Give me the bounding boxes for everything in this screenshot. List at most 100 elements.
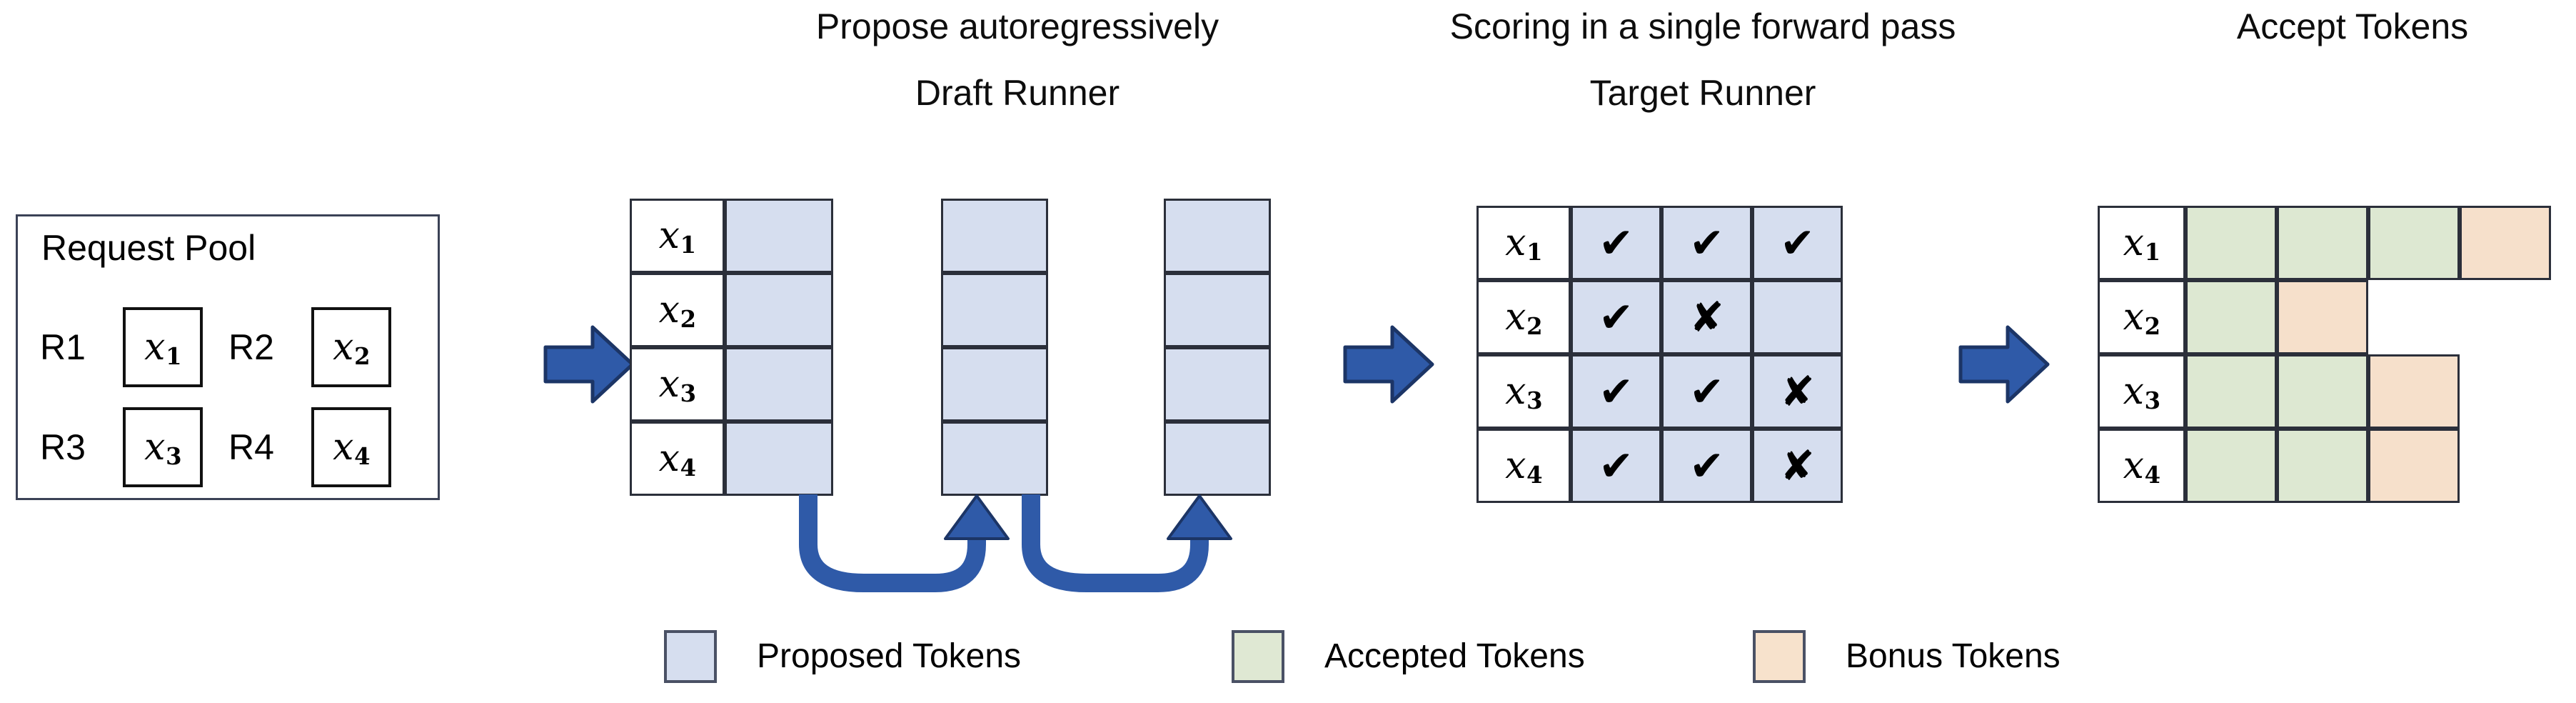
legend-item-bonus-tokens: Bonus Tokens: [1753, 630, 2061, 683]
legend-label-accepted: Accepted Tokens: [1324, 637, 1585, 675]
target-score-cell-accept: ✔: [1661, 429, 1752, 503]
flow-arrow-target-to-accept: [1958, 325, 2050, 404]
check-icon: ✔: [1689, 219, 1724, 267]
target-score-cell-accept: ✔: [1661, 354, 1752, 429]
legend-label-proposed: Proposed Tokens: [757, 637, 1022, 675]
legend-item-accepted-tokens: Accepted Tokens: [1232, 630, 1585, 683]
draft-proposed-cell: [1164, 199, 1271, 273]
request-label-r2: R2: [228, 327, 274, 367]
request-label-r3: R3: [40, 427, 86, 467]
autoregressive-loop-arrow-2: [1022, 494, 1232, 592]
draft-proposed-cell: [1164, 273, 1271, 347]
target-score-cell-accept: ✔: [1571, 206, 1661, 280]
accept-cell-bonus: [2368, 429, 2460, 503]
accept-cell-empty: [2460, 354, 2551, 429]
accept-cell-empty: [2368, 280, 2460, 354]
check-icon: ✔: [1599, 219, 1634, 267]
accept-cell-accepted: [2277, 354, 2368, 429]
draft-proposed-cell: [1164, 422, 1271, 496]
target-score-cell-reject: ✘: [1661, 280, 1752, 354]
target-score-cell-accept: ✔: [1571, 429, 1661, 503]
accept-cell-accepted: [2185, 206, 2277, 280]
cross-icon: ✘: [1689, 293, 1724, 341]
accept-cell-empty: [2460, 429, 2551, 503]
draft-proposed-cell: [941, 199, 1048, 273]
draft-proposed-cell: [1164, 347, 1271, 422]
draft-proposed-cell: [725, 273, 833, 347]
target-score-cell-accept: ✔: [1571, 280, 1661, 354]
draft-proposed-cell: [725, 199, 833, 273]
heading-scoring-single-forward-pass: Scoring in a single forward pass: [1449, 6, 1956, 46]
request-label-r4: R4: [228, 427, 274, 467]
legend-label-bonus: Bonus Tokens: [1846, 637, 2061, 675]
draft-runner-step-3: [1164, 199, 1271, 496]
target-score-cell-accept: ✔: [1571, 354, 1661, 429]
draft-proposed-cell: [725, 422, 833, 496]
check-icon: ✔: [1599, 367, 1634, 416]
request-label-r1: R1: [40, 327, 86, 367]
heading-target-runner: Target Runner: [1589, 73, 1816, 113]
legend-swatch-proposed: [664, 630, 717, 683]
accept-cell-accepted: [2185, 280, 2277, 354]
draft-proposed-cell: [941, 347, 1048, 422]
check-icon: ✔: [1689, 367, 1724, 416]
target-score-cell-reject: ✘: [1752, 429, 1843, 503]
draft-runner-step-2: [941, 199, 1048, 496]
heading-accept-tokens: Accept Tokens: [2236, 6, 2469, 46]
heading-draft-runner: Draft Runner: [915, 73, 1120, 113]
accept-cell-empty: [2460, 280, 2551, 354]
autoregressive-loop-arrow-1: [799, 494, 1010, 592]
legend-item-proposed-tokens: Proposed Tokens: [664, 630, 1021, 683]
check-icon: ✔: [1599, 293, 1634, 341]
check-icon: ✔: [1689, 442, 1724, 490]
draft-proposed-cell: [725, 347, 833, 422]
accept-cell-bonus: [2368, 354, 2460, 429]
legend: Proposed Tokens Accepted Tokens Bonus To…: [0, 620, 2576, 699]
cross-icon: ✘: [1780, 442, 1815, 490]
accept-cell-accepted: [2277, 206, 2368, 280]
draft-proposed-cell: [941, 422, 1048, 496]
target-score-cell-reject: ✘: [1752, 354, 1843, 429]
target-score-cell-accept: ✔: [1661, 206, 1752, 280]
legend-swatch-bonus: [1753, 630, 1806, 683]
cross-icon: ✘: [1780, 367, 1815, 416]
target-score-cell-empty: [1752, 280, 1843, 354]
accept-cell-bonus: [2460, 206, 2551, 280]
accept-cell-accepted: [2368, 206, 2460, 280]
check-icon: ✔: [1599, 442, 1634, 490]
heading-propose-autoregressively: Propose autoregressively: [815, 6, 1219, 46]
flow-arrow-pool-to-draft: [543, 325, 635, 404]
